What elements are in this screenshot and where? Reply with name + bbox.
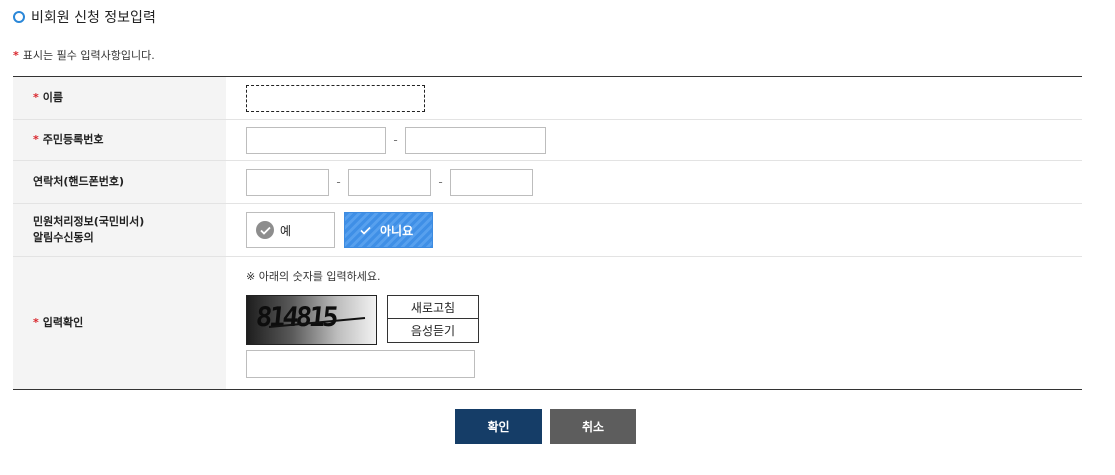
captcha-label: *입력확인	[13, 256, 226, 390]
form-row-name: *이름	[13, 76, 1082, 120]
consent-label: 민원처리정보(국민비서) 알림수신동의	[13, 203, 226, 257]
consent-label-line1: 민원처리정보(국민비서)	[33, 215, 145, 228]
form-row-captcha: *입력확인 ※ 아래의 숫자를 입력하세요. 814815 새로고침 음성듣기	[13, 256, 1082, 390]
consent-yes-option[interactable]: 예	[246, 212, 335, 248]
resident-number-back-input[interactable]	[405, 126, 546, 154]
consent-label-line2: 알림수신동의	[33, 231, 94, 244]
captcha-audio-button[interactable]: 음성듣기	[387, 319, 479, 343]
contact-label-text: 연락처(핸드폰번호)	[33, 175, 125, 188]
required-star-icon: *	[33, 91, 39, 104]
captcha-label-text: 입력확인	[42, 316, 84, 329]
resident-number-label: *주민등록번호	[13, 119, 226, 161]
name-label: *이름	[13, 76, 226, 120]
confirm-button[interactable]: 확인	[455, 409, 542, 444]
required-note: * 표시는 필수 입력사항입니다.	[13, 47, 155, 63]
section-title: 비회원 신청 정보입력	[13, 8, 156, 26]
captcha-refresh-button[interactable]: 새로고침	[387, 295, 479, 319]
separator-dash: -	[438, 175, 443, 189]
consent-yes-label: 예	[280, 223, 292, 238]
form-actions: 확인 취소	[455, 409, 636, 444]
separator-dash: -	[393, 133, 398, 147]
circle-bullet-icon	[13, 11, 25, 23]
captcha-row: 814815 새로고침 음성듣기	[246, 295, 1081, 345]
application-form-table: *이름 *주민등록번호 - 연락처(핸드폰번호) -- 민원처리정보(국민비서)…	[13, 76, 1082, 390]
check-icon	[356, 221, 374, 239]
required-star-icon: *	[33, 133, 39, 146]
separator-dash: -	[336, 175, 341, 189]
phone-part2-input[interactable]	[348, 168, 431, 196]
name-input[interactable]	[246, 84, 425, 112]
captcha-buttons: 새로고침 음성듣기	[387, 295, 479, 343]
check-circle-icon	[256, 221, 274, 239]
form-row-consent: 민원처리정보(국민비서) 알림수신동의 예 아니요	[13, 203, 1082, 257]
contact-label: 연락처(핸드폰번호)	[13, 160, 226, 204]
resident-number-label-text: 주민등록번호	[42, 133, 104, 146]
consent-no-option[interactable]: 아니요	[344, 212, 433, 248]
captcha-input[interactable]	[246, 350, 475, 378]
cancel-button[interactable]: 취소	[550, 409, 636, 444]
captcha-instruction: ※ 아래의 숫자를 입력하세요.	[246, 270, 381, 283]
required-star-icon: *	[33, 316, 39, 329]
name-label-text: 이름	[42, 91, 64, 104]
section-title-text: 비회원 신청 정보입력	[31, 10, 156, 26]
resident-number-front-input[interactable]	[246, 126, 386, 154]
form-row-resident-number: *주민등록번호 -	[13, 119, 1082, 161]
phone-part3-input[interactable]	[450, 168, 533, 196]
consent-no-label: 아니요	[380, 223, 414, 238]
required-note-text: 표시는 필수 입력사항입니다.	[22, 49, 155, 62]
phone-part1-input[interactable]	[246, 168, 329, 196]
required-star-icon: *	[13, 48, 19, 62]
captcha-noise-line	[268, 317, 366, 328]
form-row-contact: 연락처(핸드폰번호) - -	[13, 160, 1082, 204]
captcha-image: 814815	[246, 295, 377, 345]
